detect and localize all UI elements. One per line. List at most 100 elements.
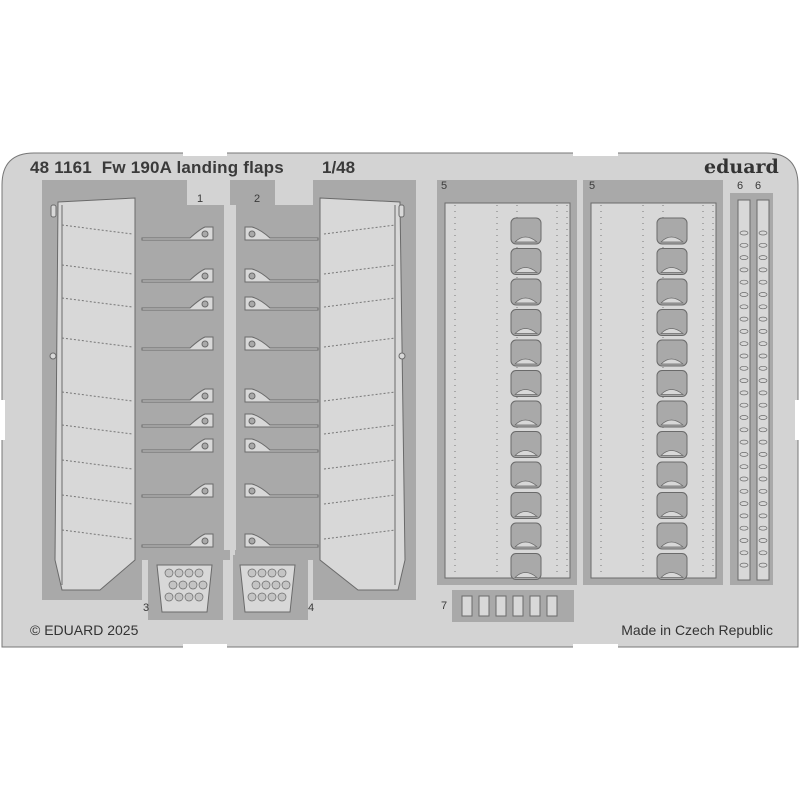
plate-hole	[164, 592, 174, 602]
plate-hole	[168, 580, 178, 590]
small-part-7	[512, 595, 524, 617]
hinge-part-2	[244, 388, 319, 403]
strip-slot	[758, 242, 768, 248]
strip-slot	[739, 439, 749, 445]
hinge-hole	[201, 300, 209, 308]
strip-slot	[739, 353, 749, 359]
sprue-gap	[795, 400, 800, 440]
strip-slot	[758, 501, 768, 506]
strip-slot	[758, 353, 768, 359]
lightening-hole	[510, 492, 542, 519]
hinge-part-1	[141, 388, 214, 403]
bracket-tab	[660, 572, 684, 578]
lightening-hole	[510, 461, 542, 489]
bracket-tab	[660, 419, 684, 426]
strip-slot	[758, 513, 768, 519]
bracket-tab	[514, 236, 538, 243]
hinge-hole	[201, 272, 209, 280]
bracket-tab	[660, 297, 684, 304]
lightening-hole	[656, 461, 688, 489]
strip-slot	[739, 255, 749, 260]
hinge-hole	[248, 417, 256, 425]
strip-slot	[758, 390, 768, 396]
lightening-hole	[510, 370, 542, 397]
plate-hole	[257, 592, 267, 602]
lightening-hole	[510, 339, 542, 367]
strip-slot	[758, 476, 768, 482]
hinge-hole	[201, 442, 209, 450]
small-part-7	[478, 595, 490, 617]
scale-label: 1/48	[322, 158, 356, 177]
hinge-part-2	[244, 336, 319, 351]
strip-slot	[739, 365, 749, 371]
bracket-tab	[514, 480, 538, 487]
small-part-7	[495, 595, 507, 617]
cutout-area	[235, 205, 320, 560]
lightening-hole	[656, 553, 688, 580]
hinge-part-2	[244, 533, 319, 548]
strip-slot	[758, 304, 768, 310]
hinge-part-1	[141, 438, 214, 453]
flap-left	[54, 197, 136, 591]
strip-slot	[739, 488, 749, 494]
sprue-gap	[573, 644, 618, 650]
lightening-hole	[656, 248, 688, 275]
part-number-5: 5	[441, 180, 448, 192]
strip-slot	[739, 513, 749, 519]
part-number-7: 7	[441, 600, 448, 612]
sprue-gap	[573, 150, 618, 156]
plate-hole	[271, 580, 281, 590]
hinge-part-1	[141, 268, 214, 283]
bracket-tab	[514, 297, 538, 304]
plate-hole	[188, 580, 198, 590]
bracket-tab	[514, 419, 538, 426]
plate-hole	[267, 592, 277, 602]
hinge-part-1	[141, 483, 214, 498]
hinge-hole	[248, 487, 256, 495]
strip-slot	[739, 390, 749, 396]
part-number-1: 1	[197, 193, 204, 205]
strip-slot	[739, 267, 749, 273]
hinge-part-1	[141, 336, 214, 351]
bracket-tab	[660, 480, 684, 487]
strip-slot	[739, 292, 749, 297]
flap-tab	[50, 204, 57, 218]
lightening-hole	[510, 553, 542, 580]
frame-part-5	[590, 202, 717, 579]
part-number-5: 5	[589, 180, 596, 192]
plate-hole	[277, 568, 287, 578]
small-part-7	[546, 595, 558, 617]
lightening-hole	[510, 309, 542, 336]
product-code: 48 1161	[30, 158, 92, 177]
plate-hole	[247, 592, 257, 602]
hinge-part-2	[244, 438, 319, 453]
plate-hole	[174, 592, 184, 602]
copyright-text: © EDUARD 2025	[30, 622, 139, 638]
strip-slot	[758, 415, 768, 420]
strip-slot	[739, 550, 749, 556]
strip-slot	[739, 538, 749, 543]
flap-hole	[49, 352, 57, 360]
hinge-hole	[201, 340, 209, 348]
bracket-tab	[660, 358, 684, 365]
hinge-part-1	[141, 413, 214, 428]
hinge-hole	[248, 300, 256, 308]
plate-hole	[184, 568, 194, 578]
bracket-tab	[514, 511, 538, 517]
lightening-hole	[656, 431, 688, 458]
strip-slot	[758, 378, 768, 383]
strip-slot	[739, 501, 749, 506]
strip-slot	[758, 464, 768, 470]
hinge-hole	[248, 392, 256, 400]
strip-slot	[758, 365, 768, 371]
lightening-hole	[656, 370, 688, 397]
hinge-hole	[248, 442, 256, 450]
sprue-gap	[183, 150, 227, 156]
strip-slot	[758, 550, 768, 556]
lightening-hole	[656, 400, 688, 428]
strip-slot	[758, 439, 768, 445]
part-number-3: 3	[143, 602, 150, 614]
bracket-tab	[514, 267, 538, 273]
strip-slot	[739, 452, 749, 457]
strip-slot	[758, 538, 768, 543]
